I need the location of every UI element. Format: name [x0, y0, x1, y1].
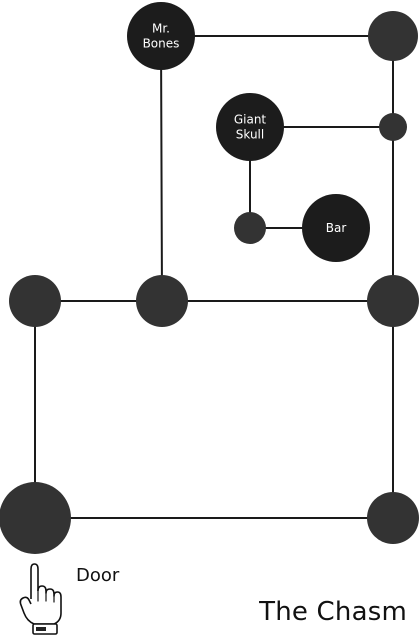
- node-bottom-left: [0, 482, 71, 554]
- node-label-giant-skull: Skull: [236, 128, 264, 142]
- node-circle-mid-center: [136, 275, 188, 327]
- node-mid-left: [9, 275, 61, 327]
- node-circle-mid-right: [367, 275, 419, 327]
- map-title: The Chasm: [259, 597, 407, 627]
- node-label-mr-bones: Bones: [143, 37, 180, 51]
- node-circle-bar: [302, 194, 370, 262]
- door-label: Door: [76, 565, 120, 586]
- node-circle-skull-junction: [234, 212, 266, 244]
- node-mid-center: [136, 275, 188, 327]
- node-label-giant-skull: Giant: [234, 113, 267, 127]
- node-circle-right-upper-mid: [379, 113, 407, 141]
- node-circle-giant-skull: [216, 93, 284, 161]
- node-circle-mid-left: [9, 275, 61, 327]
- pointing-hand-icon: [19, 563, 62, 635]
- node-label-mr-bones: Mr.: [152, 22, 170, 36]
- node-top-right: [368, 11, 418, 61]
- node-circle-mr-bones: [127, 2, 195, 70]
- node-right-upper-mid: [379, 113, 407, 141]
- edge-mr-bones-mid-center: [160, 35, 163, 302]
- node-circle-bottom-left: [0, 482, 71, 554]
- node-skull-junction: [234, 212, 266, 244]
- node-label-bar: Bar: [326, 221, 347, 235]
- node-mr-bones: Mr.Bones: [127, 2, 195, 70]
- node-bar: Bar: [302, 194, 370, 262]
- edges-layer: [34, 35, 394, 519]
- node-circle-top-right: [368, 11, 418, 61]
- node-mid-right: [367, 275, 419, 327]
- node-circle-bottom-right: [367, 492, 419, 544]
- node-bottom-right: [367, 492, 419, 544]
